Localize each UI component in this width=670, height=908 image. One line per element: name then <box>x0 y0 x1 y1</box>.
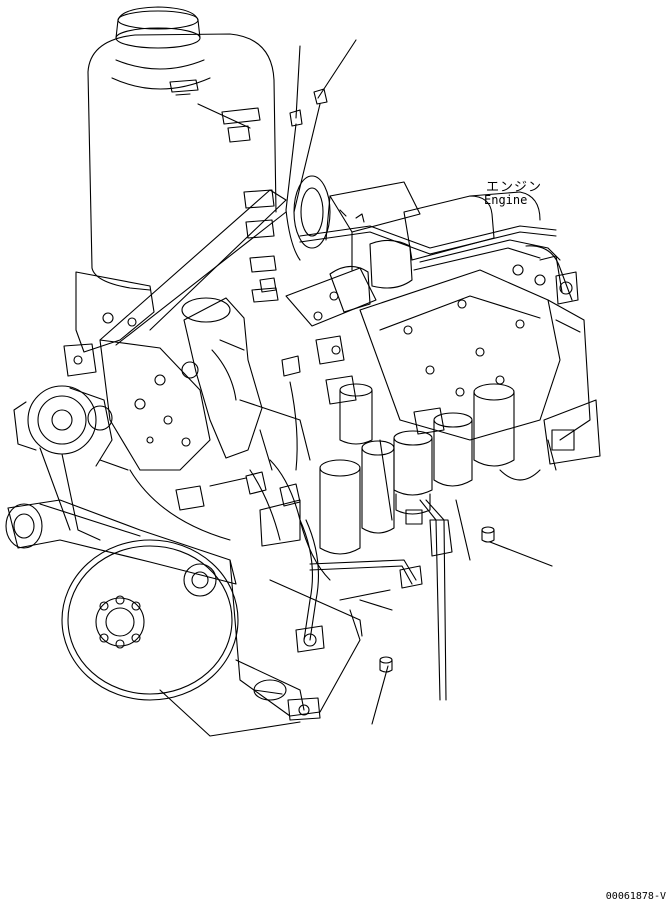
wiring-harness <box>176 278 444 580</box>
marker-plugs <box>380 527 494 672</box>
figure-code: 00061878-V <box>605 891 666 902</box>
lower-block <box>160 560 360 736</box>
front-pulley-assembly <box>14 386 112 540</box>
lower-pipework <box>260 500 470 640</box>
flywheel-housing <box>286 176 330 260</box>
filter-canisters <box>394 384 514 700</box>
engine-label-japanese: エンジン <box>486 180 543 195</box>
front-tube <box>6 500 236 584</box>
front-damper-disc <box>62 540 238 700</box>
engine-label-english: Engine <box>484 193 528 207</box>
fuel-lines <box>300 226 578 304</box>
mounting-bracket <box>64 190 286 470</box>
intake-manifold <box>360 270 600 464</box>
contour-strokes <box>100 400 556 610</box>
exhaust-elbow <box>182 298 262 458</box>
air-cleaner-tank <box>88 7 278 302</box>
leader-lines <box>286 40 552 724</box>
center-filters <box>320 384 394 554</box>
